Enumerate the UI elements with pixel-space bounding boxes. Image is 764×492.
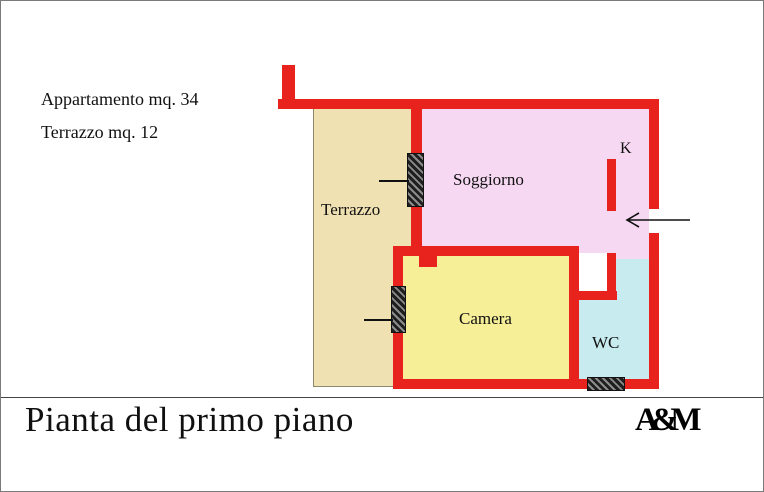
window-hatch-terrazzo-soggiorno (407, 153, 424, 207)
wall-top-stub (282, 65, 295, 107)
room-label-wc: WC (592, 333, 620, 352)
agency-logo: A&M (635, 402, 702, 438)
entrance-arrow-icon (625, 212, 690, 228)
plan-caption: Pianta del primo piano (25, 400, 354, 439)
apartment-area-label: Appartamento mq. 34 (41, 89, 199, 109)
wall-top (278, 99, 659, 109)
wall-wc-doorway-bottom (577, 291, 617, 300)
window-hatch-wc (587, 377, 625, 391)
wc-doorway-notch (579, 253, 607, 295)
wall-bottom (393, 379, 659, 389)
room-label-soggiorno: Soggiorno (453, 170, 524, 189)
wall-right-upper (649, 99, 659, 209)
wall-right-lower (649, 233, 659, 389)
room-label-kitchen: K (620, 140, 632, 157)
dimension-tick-upper (379, 180, 409, 182)
dimension-tick-lower (364, 319, 393, 321)
wall-wc-doorway-side (607, 253, 616, 300)
room-label-terrazzo: Terrazzo (321, 200, 381, 219)
room-label-camera: Camera (459, 309, 512, 328)
wall-camera-wc-divider (569, 249, 579, 389)
wall-soggiorno-camera-divider (393, 246, 579, 256)
room-camera (403, 256, 569, 379)
window-hatch-camera (391, 286, 406, 333)
terrace-area-label: Terrazzo mq. 12 (41, 122, 159, 142)
footer-divider (1, 397, 763, 398)
wall-kitchen-stub (607, 159, 616, 211)
wall-camera-notch (419, 254, 437, 267)
